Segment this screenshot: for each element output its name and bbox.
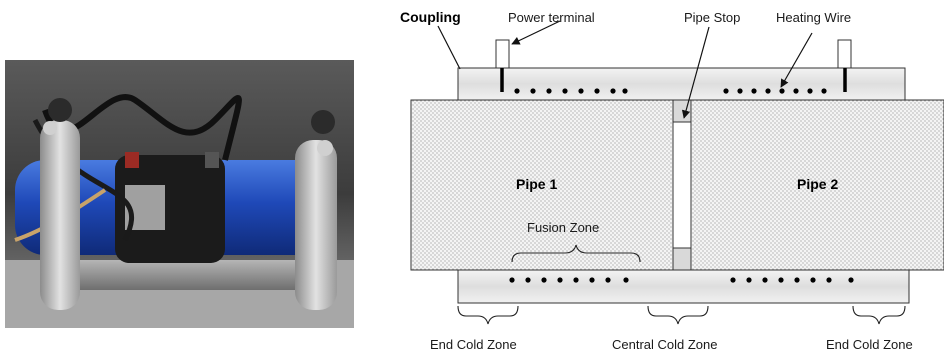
end-cold-zone-right-label: End Cold Zone: [826, 337, 913, 352]
coupling-photo: [5, 60, 354, 328]
pipe-1: [410, 99, 674, 271]
pipe-2: [690, 99, 944, 271]
pipe-stop-lower-block: [672, 247, 692, 271]
photo-left-clamp-bolt: [43, 121, 57, 135]
heating-wire-top-left: [514, 88, 628, 94]
power-terminal-arrow: [511, 20, 561, 45]
photo-left-clamp-knob: [48, 98, 72, 122]
pipe-stop: [672, 99, 692, 271]
pipe-2-label: Pipe 2: [797, 176, 838, 192]
power-terminal-left: [495, 39, 510, 69]
photo-left-clamp: [40, 120, 80, 310]
coupling-leader: [437, 25, 461, 70]
heating-wire-label: Heating Wire: [776, 10, 851, 25]
central-cold-zone-label: Central Cold Zone: [612, 337, 718, 352]
end-cold-zone-left-brace: [457, 305, 519, 325]
power-terminal-label: Power terminal: [508, 10, 595, 25]
photo-terminal-connector: [205, 152, 219, 168]
central-cold-zone-brace: [647, 305, 709, 325]
photo-red-connector: [125, 152, 139, 168]
fusion-zone-brace: [511, 244, 641, 263]
power-terminal-right: [837, 39, 852, 69]
heating-wire-bottom-right: [730, 277, 854, 283]
coupling-bottom-wall: [457, 269, 910, 304]
photo-right-clamp: [295, 140, 337, 310]
heating-wire-bottom-left: [509, 277, 629, 283]
coupling-label: Coupling: [400, 9, 461, 25]
heating-wire-top-right: [723, 88, 827, 94]
photo-right-clamp-bolt: [317, 140, 333, 156]
end-cold-zone-right-brace: [852, 305, 906, 325]
photo-cable: [42, 94, 242, 161]
pipe-stop-arrow: [681, 26, 710, 119]
photo-base-rail: [45, 260, 335, 290]
coupling-top-wall: [457, 67, 906, 101]
heating-wire-arrow: [780, 32, 813, 88]
pipe-1-label: Pipe 1: [516, 176, 557, 192]
photo-right-clamp-knob: [311, 110, 335, 134]
end-cold-zone-left-label: End Cold Zone: [430, 337, 517, 352]
photo-coupling-sleeve: [115, 155, 225, 263]
fusion-zone-label: Fusion Zone: [527, 220, 599, 235]
pipe-stop-label: Pipe Stop: [684, 10, 740, 25]
